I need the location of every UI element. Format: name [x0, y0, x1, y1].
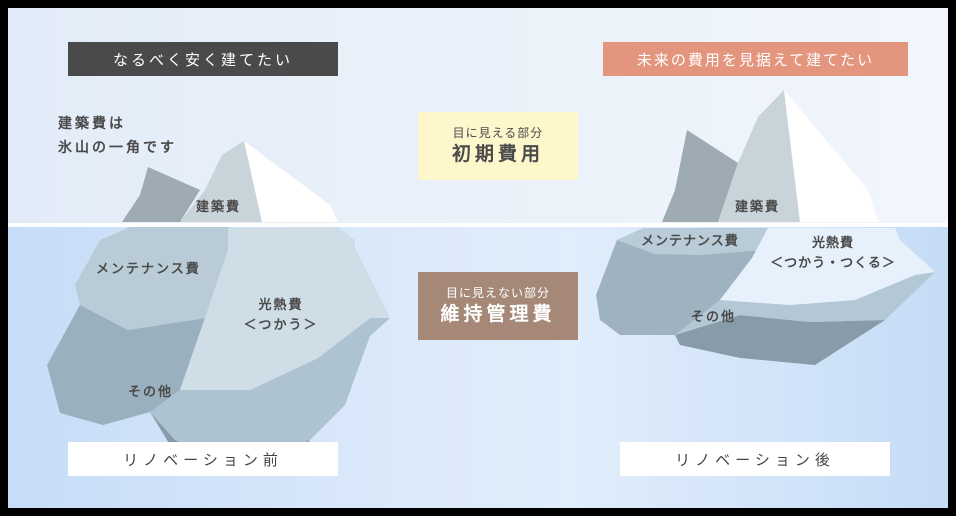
- iceberg-diagram: なるべく安く建てたい 建築費は 氷山の一角です 建築費 メンテナンス費 光熱費 …: [8, 8, 948, 508]
- left-iceberg: [47, 141, 390, 475]
- left-label-other: その他: [128, 385, 174, 400]
- right-label-utility: 光熱費 ＜つかう・つくる＞: [770, 236, 896, 271]
- left-label-construction: 建築費: [196, 200, 242, 215]
- visible-part-box: 目に見える部分 初期費用: [418, 112, 578, 180]
- left-note: 建築費は 氷山の一角です: [58, 116, 177, 156]
- left-label-utility: 光熱費 ＜つかう＞: [243, 298, 319, 333]
- left-caption: リノベーション前: [68, 442, 338, 476]
- hidden-part-box: 目に見えない部分 維持管理費: [418, 272, 578, 340]
- waterline: [8, 223, 948, 227]
- left-label-maintenance: メンテナンス費: [96, 262, 201, 277]
- right-caption: リノベーション後: [620, 442, 890, 476]
- left-title: なるべく安く建てたい: [68, 42, 338, 76]
- right-iceberg: [596, 90, 935, 365]
- right-label-maintenance: メンテナンス費: [641, 234, 739, 249]
- iceberg-illustrations: [47, 90, 935, 475]
- right-title: 未来の費用を見据えて建てたい: [603, 42, 908, 76]
- right-label-construction: 建築費: [735, 200, 781, 215]
- right-label-other: その他: [691, 310, 737, 325]
